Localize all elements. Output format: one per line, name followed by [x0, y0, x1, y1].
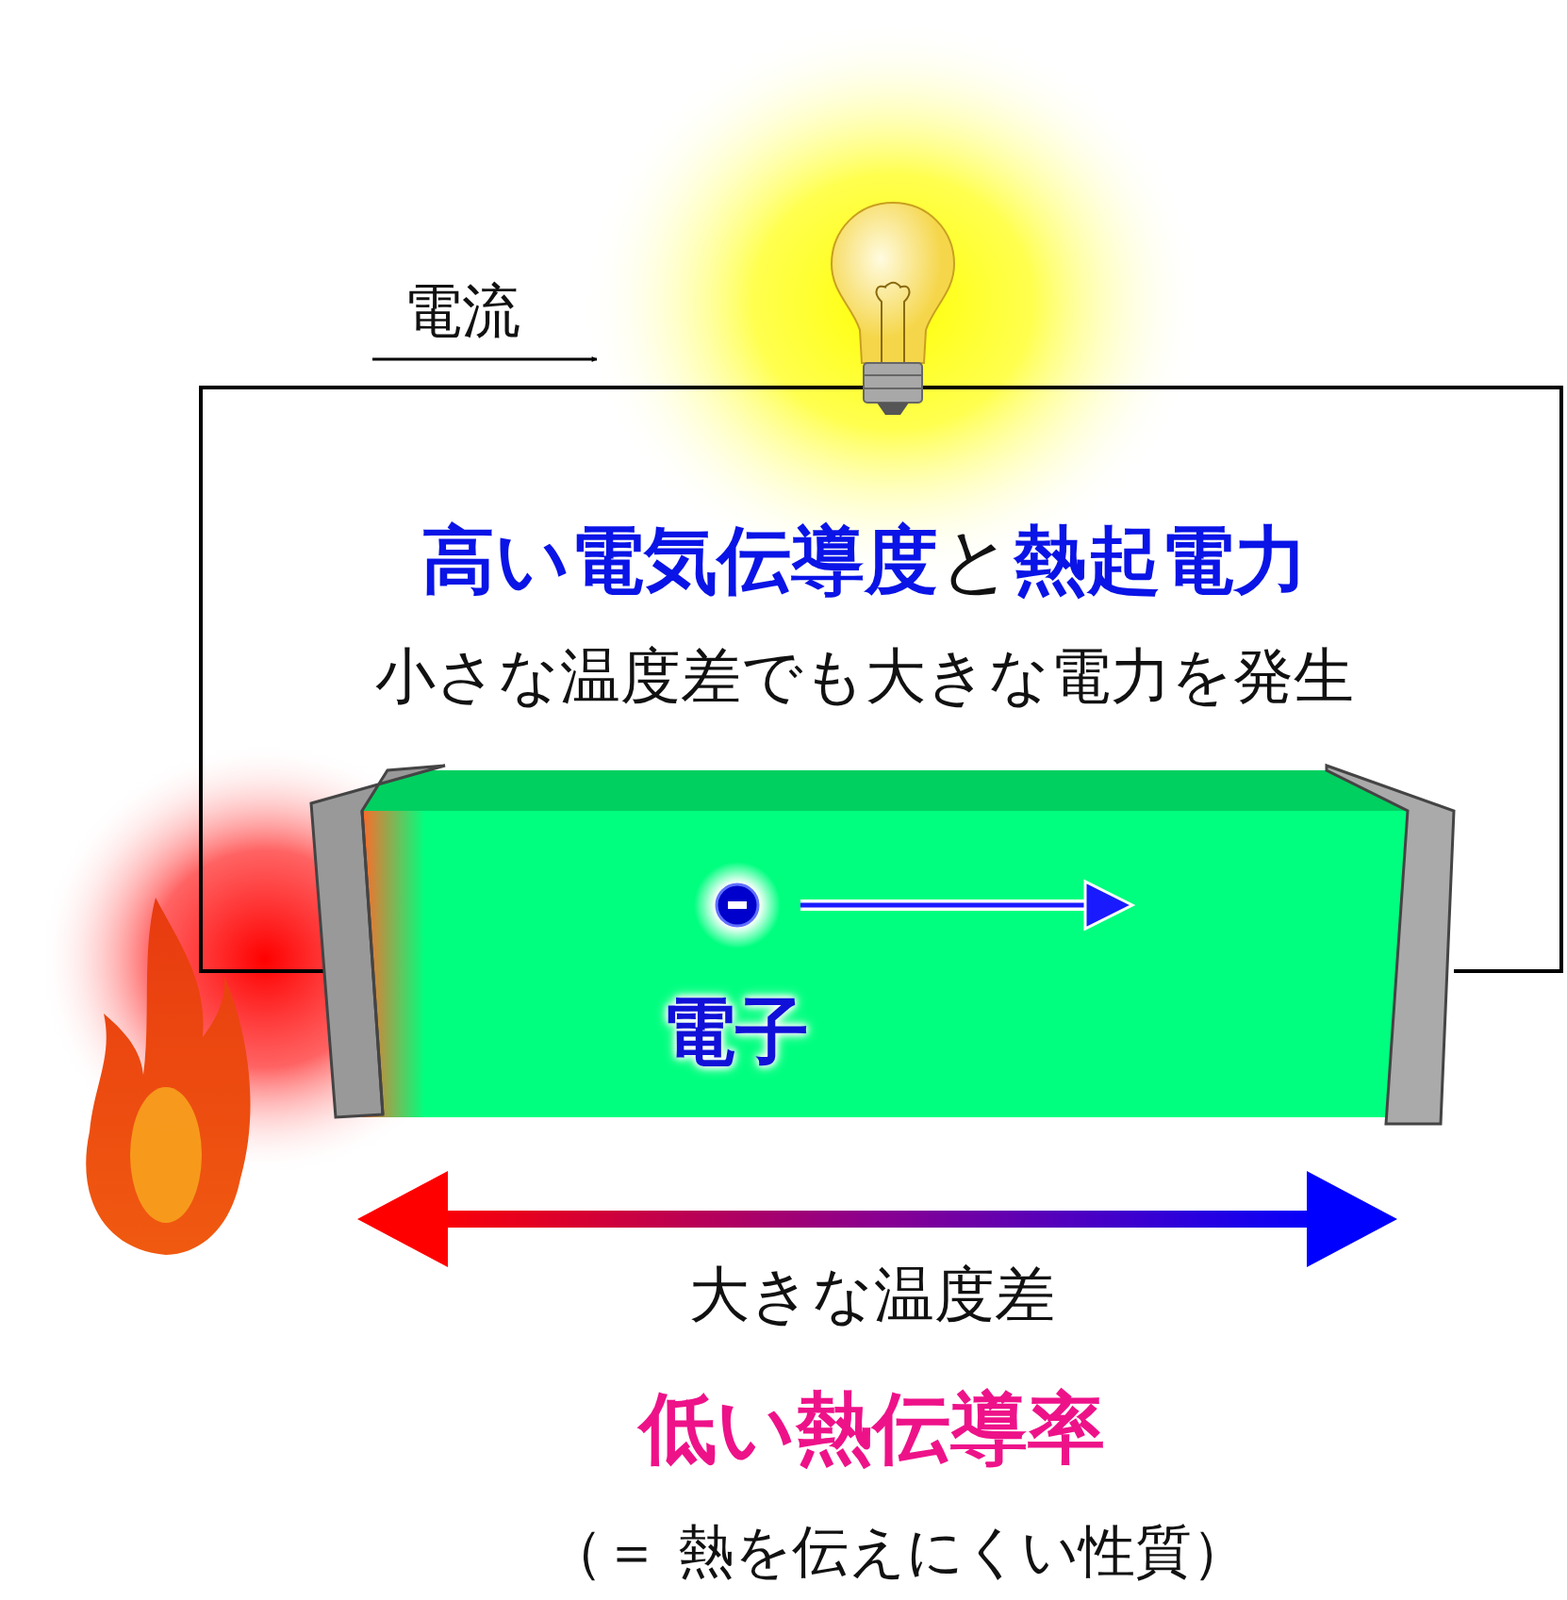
electron-arrow: [800, 903, 1089, 908]
light-glow: [581, 18, 1205, 585]
title-part: 熱起電力: [1013, 517, 1308, 603]
electron-illustration: [362, 810, 1408, 1118]
electron-glow: [693, 861, 781, 949]
subtitle: 小さな温度差でも大きな電力を発生: [375, 642, 1354, 712]
title-part: 高い電気伝導度: [421, 517, 939, 603]
thermoelectric-block: [311, 765, 1454, 1124]
electron-label: 電子: [661, 983, 809, 1083]
flame: [85, 897, 250, 1255]
current-arrow: [372, 358, 597, 362]
arrow-head: [1085, 881, 1133, 929]
temperature-label: 大きな温度差: [689, 1260, 1056, 1331]
arrow-halo: [800, 899, 1098, 911]
property-note: （＝ 熱を伝えにくい性質）: [546, 1518, 1249, 1584]
property-heading: 低い熱伝導率: [639, 1384, 1106, 1473]
current-label: 電流: [403, 277, 521, 345]
electron-symbol: [716, 884, 759, 926]
light-bulb: [831, 202, 955, 415]
material-block: 電子: [362, 810, 1408, 1118]
minus-sign: [727, 901, 747, 909]
temperature-arrow: [357, 1171, 1398, 1268]
title-joiner: と: [938, 517, 1014, 603]
title-row: 高い電気伝導度と熱起電力: [421, 518, 1308, 604]
